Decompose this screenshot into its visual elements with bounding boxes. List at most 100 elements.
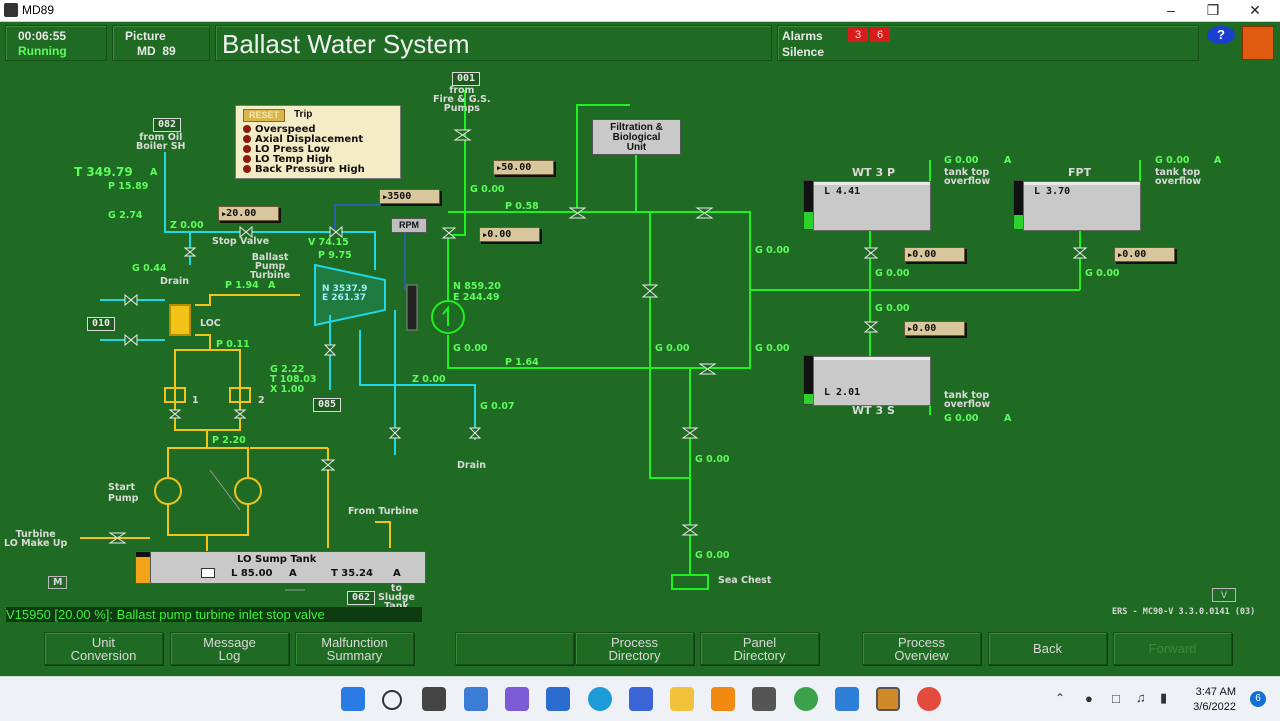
wt3p-tank[interactable]: L 4.41 — [813, 181, 931, 231]
nav-bar: Unit Conversion Message Log Malfunction … — [0, 628, 1280, 674]
tag-082[interactable]: 082 — [153, 118, 182, 132]
chrome-icon[interactable] — [794, 687, 818, 711]
close-button[interactable]: ✕ — [1249, 2, 1261, 18]
microphone-icon[interactable]: ● — [1085, 691, 1093, 706]
fpt-level: L 3.70 — [1034, 186, 1071, 197]
drain-flow: G 0.44 — [132, 263, 167, 274]
search-icon[interactable] — [382, 690, 402, 710]
start-icon[interactable] — [341, 687, 365, 711]
auto-marker: A — [268, 280, 276, 291]
tag-010[interactable]: 010 — [87, 317, 116, 331]
volume-icon[interactable]: ♫ — [1136, 690, 1146, 705]
notification-badge[interactable]: 6 — [1250, 691, 1266, 707]
picture-id: MD 89 — [137, 44, 176, 58]
process-directory-button[interactable]: Process Directory — [575, 632, 694, 665]
trip-label: LO Temp High — [255, 154, 333, 165]
wt3s-level: L 2.01 — [824, 387, 861, 398]
flow-e: G 0.00 — [755, 343, 790, 354]
taskbar-clock[interactable]: 3:47 AM 3/6/2022 — [1193, 685, 1236, 715]
chevron-up-icon[interactable]: ⌃ — [1055, 691, 1066, 705]
suction-pressure: P 0.58 — [505, 201, 539, 212]
trip-item: LO Temp High — [243, 154, 332, 165]
lo-temp: T 108.03 — [270, 374, 317, 385]
stop-valve-setpoint[interactable]: 20.00 — [218, 206, 279, 221]
clock-box: 00:06:55 Running — [5, 25, 107, 61]
drain-flow-2: G 0.07 — [480, 401, 515, 412]
flow-h: G 0.00 — [875, 268, 910, 279]
simulator-icon[interactable] — [876, 687, 900, 711]
tag-062[interactable]: 062 — [347, 591, 376, 605]
filtration-unit[interactable]: Filtration & Biological Unit — [592, 119, 681, 155]
widgets-icon[interactable] — [464, 687, 488, 711]
sump-level: L 85.00 — [231, 568, 273, 579]
rpm-setpoint[interactable]: 3500 — [379, 189, 440, 204]
edge-icon[interactable] — [588, 687, 612, 711]
trip-panel: RESET Trip Overspeed Axial Displacement … — [235, 105, 401, 179]
taskbar-time: 3:47 AM — [1195, 686, 1236, 698]
app-icon — [4, 3, 18, 17]
alarm-count-a: 3 — [848, 28, 868, 42]
fpt-valve-setpoint[interactable]: 0.00 — [1114, 247, 1175, 262]
unit-conversion-button[interactable]: Unit Conversion — [44, 632, 163, 665]
wt3p-valve-setpoint[interactable]: 0.00 — [904, 247, 965, 262]
m-button[interactable]: M — [48, 576, 68, 589]
chrome-profile-icon[interactable] — [917, 687, 941, 711]
pump-energy: E 244.49 — [453, 292, 500, 303]
wt3p-label: WT 3 P — [852, 166, 896, 179]
alarm-box[interactable]: Alarms Silence 3 6 — [777, 25, 1199, 61]
windows-taskbar: ⌃ ● □ ♫ ▮ 3:47 AM 3/6/2022 6 — [0, 676, 1280, 721]
store-icon[interactable] — [629, 687, 653, 711]
trip-label: Overspeed — [255, 124, 316, 135]
minimize-button[interactable]: – — [1167, 2, 1175, 18]
silence-label[interactable]: Silence — [782, 45, 825, 59]
forward-button[interactable]: Forward — [1113, 632, 1232, 665]
process-overview-button[interactable]: Process Overview — [862, 632, 981, 665]
trip-item: Back Pressure High — [243, 164, 365, 175]
fpt-tank[interactable]: L 3.70 — [1023, 181, 1141, 231]
steam-position: Z 0.00 — [170, 220, 204, 231]
exhaust-position: Z 0.00 — [412, 374, 446, 385]
sump-title: LO Sump Tank — [237, 554, 317, 565]
battery-icon[interactable]: ▮ — [1160, 690, 1168, 705]
trip-label: Axial Displacement — [255, 134, 364, 145]
loc-label: LOC — [200, 318, 221, 329]
chat-icon[interactable] — [505, 687, 529, 711]
alarms-label: Alarms — [782, 29, 823, 43]
scroll-v-button[interactable]: V — [1212, 588, 1236, 602]
alarm-count-b: 6 — [870, 28, 890, 42]
reset-button[interactable]: RESET — [243, 109, 285, 122]
lo-sump-tank[interactable]: LO Sump Tank L 85.00 A T 35.24 A — [150, 551, 426, 584]
steam-flow: G 2.74 — [108, 210, 143, 221]
lo-pressure-2: P 0.11 — [216, 339, 250, 350]
title-box: Ballast Water System — [215, 25, 772, 61]
valve-b-setpoint[interactable]: 0.00 — [479, 227, 540, 242]
restore-button[interactable]: ❐ — [1206, 2, 1220, 18]
tag-001[interactable]: 001 — [452, 72, 481, 86]
network-icon[interactable]: □ — [1112, 691, 1120, 706]
message-log-button[interactable]: Message Log — [170, 632, 289, 665]
mail-icon[interactable] — [546, 687, 570, 711]
tag-085[interactable]: 085 — [313, 398, 342, 412]
camera-icon[interactable] — [835, 687, 859, 711]
flow-i: G 0.00 — [875, 303, 910, 314]
fire-valve-setpoint[interactable]: 50.00 — [493, 160, 554, 175]
help-icon[interactable]: ? — [1207, 26, 1235, 44]
task-view-icon[interactable] — [422, 687, 446, 711]
sump-indicator — [201, 568, 215, 578]
file-explorer-icon[interactable] — [670, 687, 694, 711]
wt3s-valve-setpoint[interactable]: 0.00 — [904, 321, 965, 336]
turbine-energy: E 261.37 — [322, 293, 367, 303]
back-button[interactable]: Back — [988, 632, 1107, 665]
trip-label: Back Pressure High — [255, 164, 365, 175]
app-icon[interactable] — [752, 687, 776, 711]
vlc-icon[interactable] — [711, 687, 735, 711]
wt3s-tank[interactable]: L 2.01 — [813, 356, 931, 406]
tank-top-label-2: tank top overflow — [1155, 167, 1202, 187]
malfunction-summary-button[interactable]: Malfunction Summary — [295, 632, 414, 665]
turbine-p: P 9.75 — [318, 250, 352, 261]
panel-directory-button[interactable]: Panel Directory — [700, 632, 819, 665]
blank-button[interactable] — [455, 632, 574, 665]
steam-pressure: P 15.89 — [108, 181, 149, 192]
pump-speed: N 859.20 — [453, 281, 501, 292]
